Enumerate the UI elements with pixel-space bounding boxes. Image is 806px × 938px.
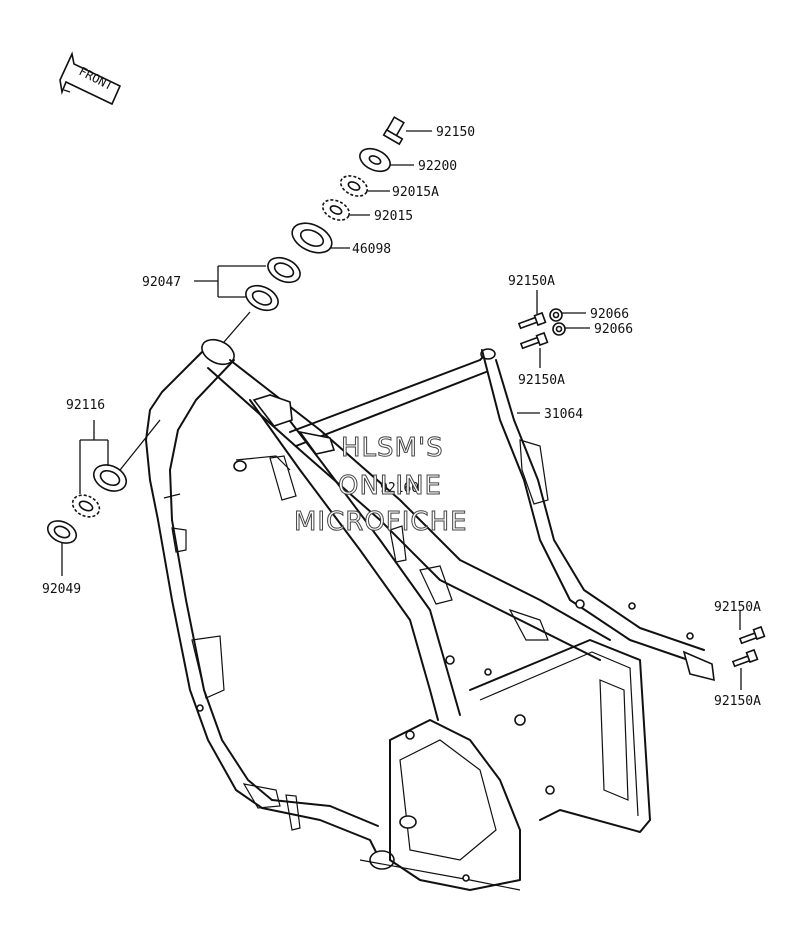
label-92150A-top-1: 92150A (508, 274, 555, 289)
label-92150A-right-1: 92150A (714, 600, 761, 615)
bearing-race-lower-92047 (245, 284, 279, 312)
label-92150A-top-2: 92150A (518, 373, 565, 388)
label-92015: 92015 (374, 209, 413, 224)
label-92066-2: 92066 (594, 322, 633, 337)
watermark: HLSM'S ONLINE MICROFICHE (294, 433, 468, 538)
front-arrow-icon: FRONT (59, 51, 122, 106)
watermark-line-3: MICROFICHE (294, 507, 468, 537)
watermark-line-2: ONLINE (338, 471, 442, 501)
seal-46098 (291, 222, 333, 254)
bolt-92150A-right-2 (731, 648, 759, 668)
nut-92015 (321, 199, 351, 221)
label-92200: 92200 (418, 159, 457, 174)
washer-92200 (359, 147, 391, 173)
label-46098: 46098 (352, 242, 391, 257)
bearing-race-upper-92047 (267, 256, 301, 284)
bearing-92116 (71, 494, 101, 518)
label-92066-1: 92066 (590, 307, 629, 322)
label-31064: 31064 (544, 407, 583, 422)
watermark-line-1: HLSM'S (341, 433, 444, 463)
nut-92066-1 (549, 308, 563, 322)
bolt-92150A-right-1 (738, 625, 766, 645)
label-92160: 92160 (380, 481, 419, 496)
label-92015A: 92015A (392, 185, 439, 200)
label-92116: 92116 (66, 398, 105, 413)
nut-92066-2 (552, 322, 566, 336)
label-92049: 92049 (42, 582, 81, 597)
label-92047: 92047 (142, 275, 181, 290)
bolt-92150A-top-1 (517, 311, 547, 330)
label-92150: 92150 (436, 125, 475, 140)
bolt-92150A-top-2 (519, 331, 549, 350)
main-frame (145, 338, 715, 891)
bolt-92150 (382, 116, 405, 146)
seal-92049 (46, 520, 78, 544)
nut-92015A (339, 175, 369, 197)
label-92150A-right-2: 92150A (714, 694, 761, 709)
bearing-race-92116 (92, 464, 128, 492)
